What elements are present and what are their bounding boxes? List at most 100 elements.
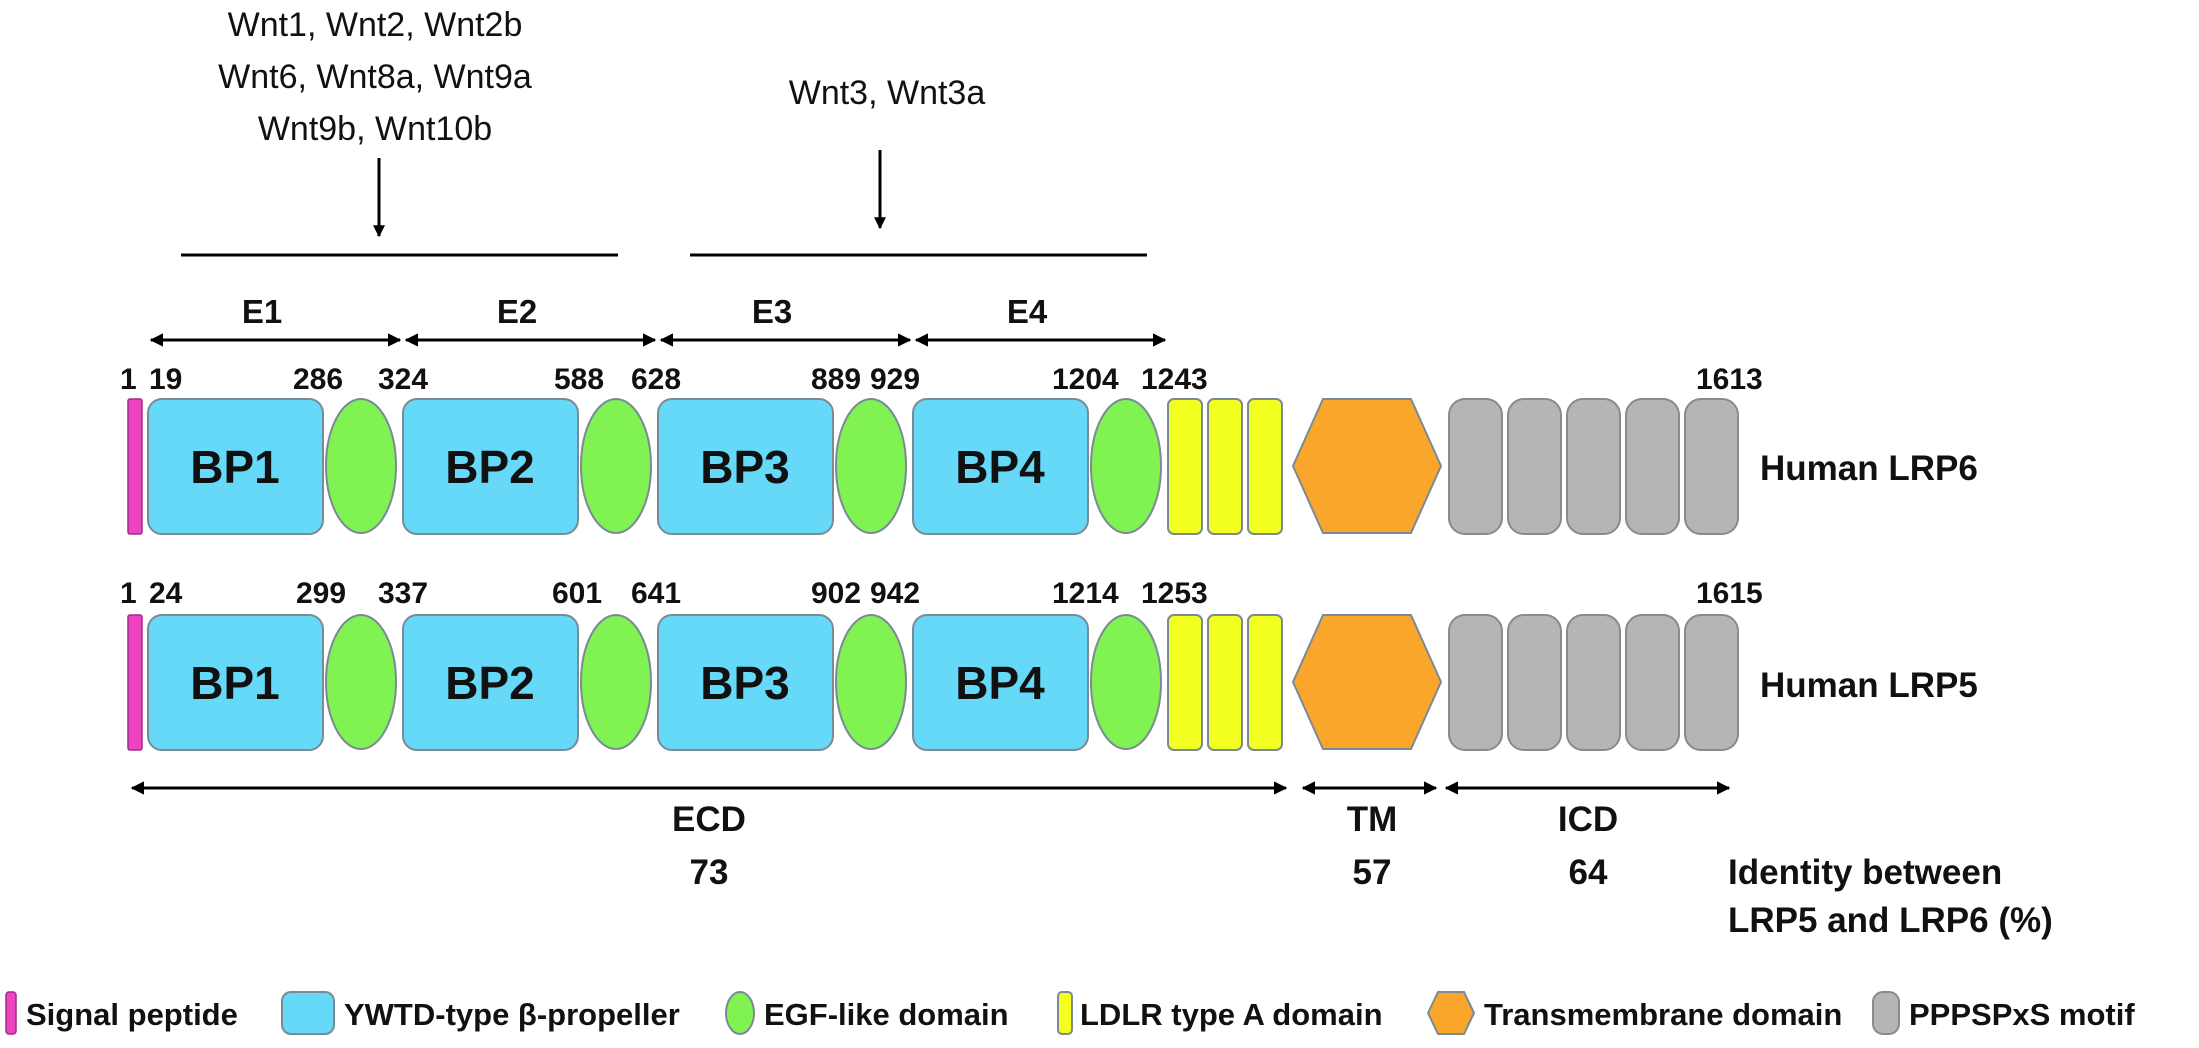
position-label: 1 bbox=[120, 577, 137, 610]
position-label: 1615 bbox=[1696, 577, 1763, 610]
identity-caption-line-2: LRP5 and LRP6 (%) bbox=[1728, 901, 2053, 940]
ldlr-type-a-domain bbox=[1167, 398, 1203, 535]
legend-swatch-egf-like bbox=[725, 991, 755, 1035]
position-label: 1214 bbox=[1052, 577, 1119, 610]
beta-propeller-bp3 bbox=[657, 398, 834, 535]
legend-label-pppspxs: PPPSPxS motif bbox=[1909, 997, 2135, 1032]
wnt-group-2: Wnt3, Wnt3a bbox=[690, 74, 1147, 257]
egf-like-domain bbox=[835, 614, 907, 750]
wnt-group-2-line-1: Wnt3, Wnt3a bbox=[789, 74, 986, 112]
row-label-lrp6: Human LRP6 bbox=[1760, 449, 1978, 488]
beta-propeller-label: BP3 bbox=[700, 441, 789, 493]
tm-identity: 57 bbox=[1353, 853, 1392, 892]
position-label: 641 bbox=[631, 577, 681, 610]
beta-propeller-bp4 bbox=[912, 614, 1089, 751]
beta-propeller-bp2 bbox=[402, 398, 579, 535]
pppspxs-motif bbox=[1625, 398, 1680, 535]
legend-swatch-transmembrane bbox=[1426, 991, 1476, 1035]
beta-propeller-bp4 bbox=[912, 398, 1089, 535]
ecd-identity: 73 bbox=[690, 853, 729, 892]
position-label: 601 bbox=[552, 577, 602, 610]
pppspxs-motif bbox=[1684, 614, 1739, 751]
position-labels-lrp5: 1 24 299 337 601 641 902 942 1214 1253 1… bbox=[120, 577, 1763, 610]
position-label: 337 bbox=[378, 577, 428, 610]
signal-peptide bbox=[127, 614, 143, 751]
identity-caption-line-1: Identity between bbox=[1728, 853, 2002, 892]
region-label-e4: E4 bbox=[1007, 293, 1048, 330]
domain-spans: ECD 73 TM 57 ICD 64 Identity between LRP… bbox=[130, 781, 2053, 940]
position-label: 286 bbox=[293, 363, 343, 396]
beta-propeller-label: BP2 bbox=[445, 441, 534, 493]
pppspxs-motif bbox=[1448, 614, 1503, 751]
beta-propeller-bp1 bbox=[147, 398, 324, 535]
transmembrane-domain bbox=[1291, 398, 1443, 534]
region-label-e2: E2 bbox=[497, 293, 537, 330]
position-label: 889 bbox=[811, 363, 861, 396]
beta-propeller-label: BP3 bbox=[700, 657, 789, 709]
beta-propeller-bp3 bbox=[657, 614, 834, 751]
position-label: 1613 bbox=[1696, 363, 1763, 396]
tm-label: TM bbox=[1347, 800, 1398, 839]
position-label: 942 bbox=[870, 577, 920, 610]
region-label-e3: E3 bbox=[752, 293, 792, 330]
position-label: 1 bbox=[120, 363, 137, 396]
beta-propeller-label: BP2 bbox=[445, 657, 534, 709]
wnt-group-1-line-3: Wnt9b, Wnt10b bbox=[258, 110, 492, 148]
beta-propeller-label: BP4 bbox=[955, 657, 1045, 709]
transmembrane-domain bbox=[1291, 614, 1443, 750]
protein-row-lrp6: 1 19 286 324 588 628 889 929 1204 1243 1… bbox=[120, 363, 1978, 535]
position-label: 929 bbox=[870, 363, 920, 396]
ldlr-type-a-domain bbox=[1207, 614, 1243, 751]
signal-peptide bbox=[127, 398, 143, 535]
ldlr-type-a-domain bbox=[1167, 614, 1203, 751]
position-label: 1204 bbox=[1052, 363, 1119, 396]
wnt-group-1-line-2: Wnt6, Wnt8a, Wnt9a bbox=[218, 58, 532, 96]
pppspxs-motif bbox=[1625, 614, 1680, 751]
position-label: 19 bbox=[149, 363, 182, 396]
position-label: 24 bbox=[149, 577, 183, 610]
legend-label-ldlr: LDLR type A domain bbox=[1080, 997, 1383, 1032]
protein-row-lrp5: 1 24 299 337 601 641 902 942 1214 1253 1… bbox=[120, 577, 1978, 751]
pppspxs-motif bbox=[1566, 398, 1621, 535]
legend-label-egf-like: EGF-like domain bbox=[764, 997, 1009, 1032]
row-label-lrp5: Human LRP5 bbox=[1760, 666, 1978, 705]
legend-swatch-signal-peptide bbox=[5, 991, 17, 1035]
egf-like-domain bbox=[1090, 398, 1162, 534]
position-label: 588 bbox=[554, 363, 604, 396]
pppspxs-motif bbox=[1507, 398, 1562, 535]
ldlr-type-a-domain bbox=[1247, 614, 1283, 751]
region-label-e1: E1 bbox=[242, 293, 282, 330]
legend-swatch-pppspxs bbox=[1872, 991, 1900, 1035]
egf-like-domain bbox=[1090, 614, 1162, 750]
legend-label-beta-propeller: YWTD-type β-propeller bbox=[344, 997, 680, 1032]
beta-propeller-label: BP1 bbox=[190, 441, 279, 493]
position-label: 1243 bbox=[1141, 363, 1208, 396]
beta-propeller-label: BP1 bbox=[190, 657, 279, 709]
legend-swatch-ldlr bbox=[1057, 991, 1073, 1035]
legend-swatch-beta-propeller bbox=[281, 991, 335, 1035]
pppspxs-motif bbox=[1448, 398, 1503, 535]
pppspxs-motif bbox=[1684, 398, 1739, 535]
position-label: 1253 bbox=[1141, 577, 1208, 610]
position-label: 324 bbox=[378, 363, 428, 396]
legend-label-transmembrane: Transmembrane domain bbox=[1484, 997, 1842, 1032]
egf-like-domain bbox=[325, 614, 397, 750]
icd-label: ICD bbox=[1558, 800, 1618, 839]
beta-propeller-bp1 bbox=[147, 614, 324, 751]
egf-like-domain bbox=[580, 398, 652, 534]
pppspxs-motif bbox=[1566, 614, 1621, 751]
ecd-label: ECD bbox=[672, 800, 746, 839]
position-labels-lrp6: 1 19 286 324 588 628 889 929 1204 1243 1… bbox=[120, 363, 1763, 396]
beta-propeller-bp2 bbox=[402, 614, 579, 751]
pppspxs-motif bbox=[1507, 614, 1562, 751]
legend: Signal peptide YWTD-type β-propeller EGF… bbox=[5, 991, 2135, 1035]
position-label: 902 bbox=[811, 577, 861, 610]
position-label: 299 bbox=[296, 577, 346, 610]
egf-like-domain bbox=[580, 614, 652, 750]
position-label: 628 bbox=[631, 363, 681, 396]
wnt-group-1: Wnt1, Wnt2, Wnt2b Wnt6, Wnt8a, Wnt9a Wnt… bbox=[181, 6, 618, 257]
egf-like-domain bbox=[325, 398, 397, 534]
region-arrows: E1 E2 E3 E4 bbox=[149, 293, 1167, 347]
ldlr-type-a-domain bbox=[1247, 398, 1283, 535]
